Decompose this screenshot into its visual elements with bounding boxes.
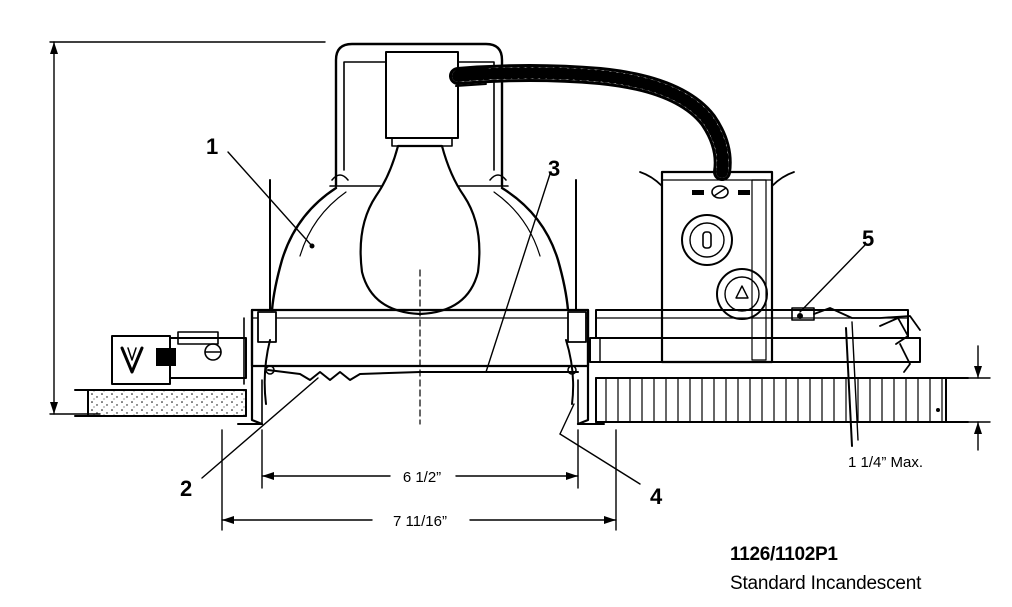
- incandescent-bulb: [359, 144, 481, 316]
- reflector: [270, 186, 570, 312]
- callout-leaders: [201, 151, 867, 485]
- ceiling-thickness-dimension: [967, 345, 991, 451]
- left-mounting-bracket: [111, 317, 247, 385]
- right-bar-hanger: [589, 307, 921, 373]
- flexible-conduit: [449, 64, 732, 181]
- callout-1: 1: [206, 134, 218, 159]
- callout-4: 4: [650, 484, 663, 509]
- fixture-description: Standard Incandescent: [730, 573, 922, 594]
- junction-box: [639, 170, 795, 364]
- inner-width-dimension: [261, 429, 579, 489]
- lamp-housing: [329, 42, 509, 188]
- outer-width-dimension: [221, 429, 617, 531]
- callout-3: 3: [548, 156, 560, 181]
- inner-width-label: 6 1/2”: [403, 469, 441, 486]
- right-ceiling-section: [595, 321, 969, 447]
- left-ceiling-section: [74, 389, 247, 417]
- outer-width-label: 7 11/16”: [393, 513, 447, 530]
- spring-clips: [263, 339, 579, 405]
- callout-2: 2: [180, 476, 192, 501]
- ceiling-max-label: 1 1/4” Max.: [848, 454, 923, 471]
- mounting-rods: [269, 179, 577, 311]
- callout-5: 5: [862, 226, 874, 251]
- overall-height-dimension: [49, 41, 326, 415]
- model-number: 1126/1102P1: [730, 544, 838, 565]
- trim-frame: [237, 269, 605, 426]
